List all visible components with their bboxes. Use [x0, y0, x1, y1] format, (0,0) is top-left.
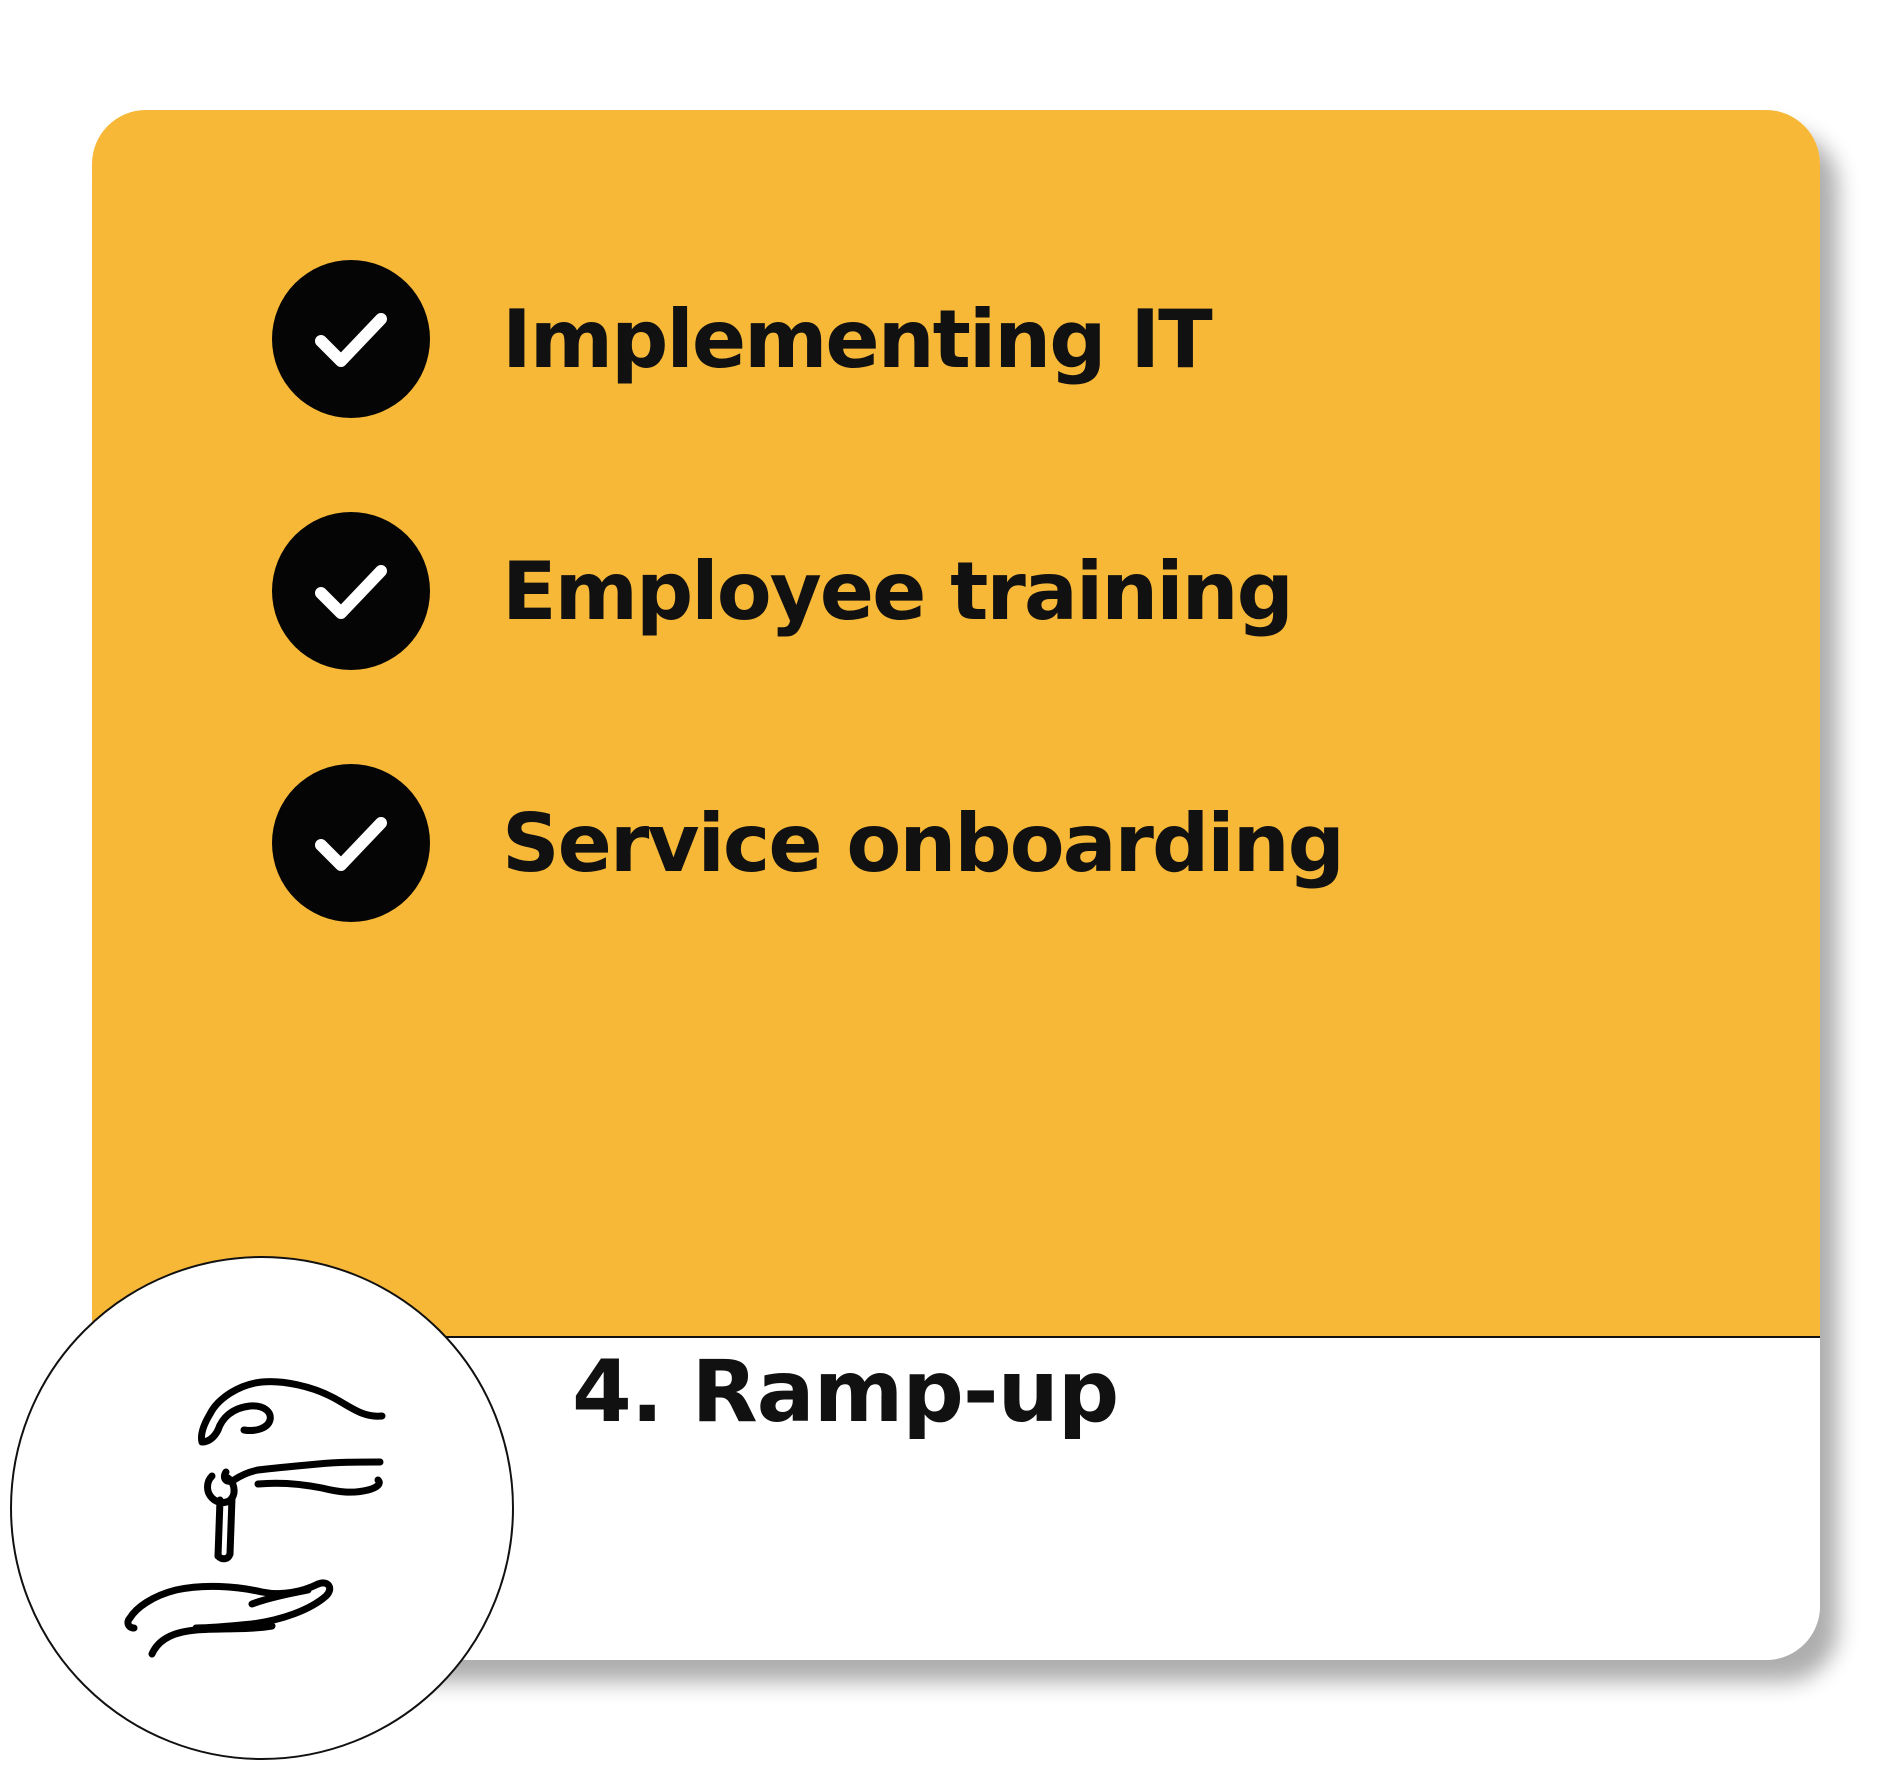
- check-circle-icon: [272, 260, 430, 418]
- step-title: 4. Ramp-up: [572, 1342, 1119, 1442]
- checklist-item-label: Service onboarding: [502, 796, 1345, 890]
- checkmark-icon: [315, 817, 387, 871]
- check-circle-icon: [272, 764, 430, 922]
- checklist-item: Service onboarding: [272, 764, 1345, 922]
- checklist-item: Implementing IT: [272, 260, 1343, 418]
- check-circle-icon: [272, 512, 430, 670]
- checklist-item-label: Employee training: [502, 544, 1294, 638]
- checklist: Implementing IT Employee training Servic…: [272, 260, 1345, 1016]
- checkmark-icon: [315, 565, 387, 619]
- checklist-item-label: Implementing IT: [502, 292, 1213, 386]
- hand-giving-key-icon: [124, 1378, 386, 1658]
- step-icon-badge: [10, 1256, 514, 1760]
- panel-divider: [92, 1336, 1820, 1338]
- checkmark-icon: [315, 313, 387, 367]
- checklist-item: Employee training: [272, 512, 1343, 670]
